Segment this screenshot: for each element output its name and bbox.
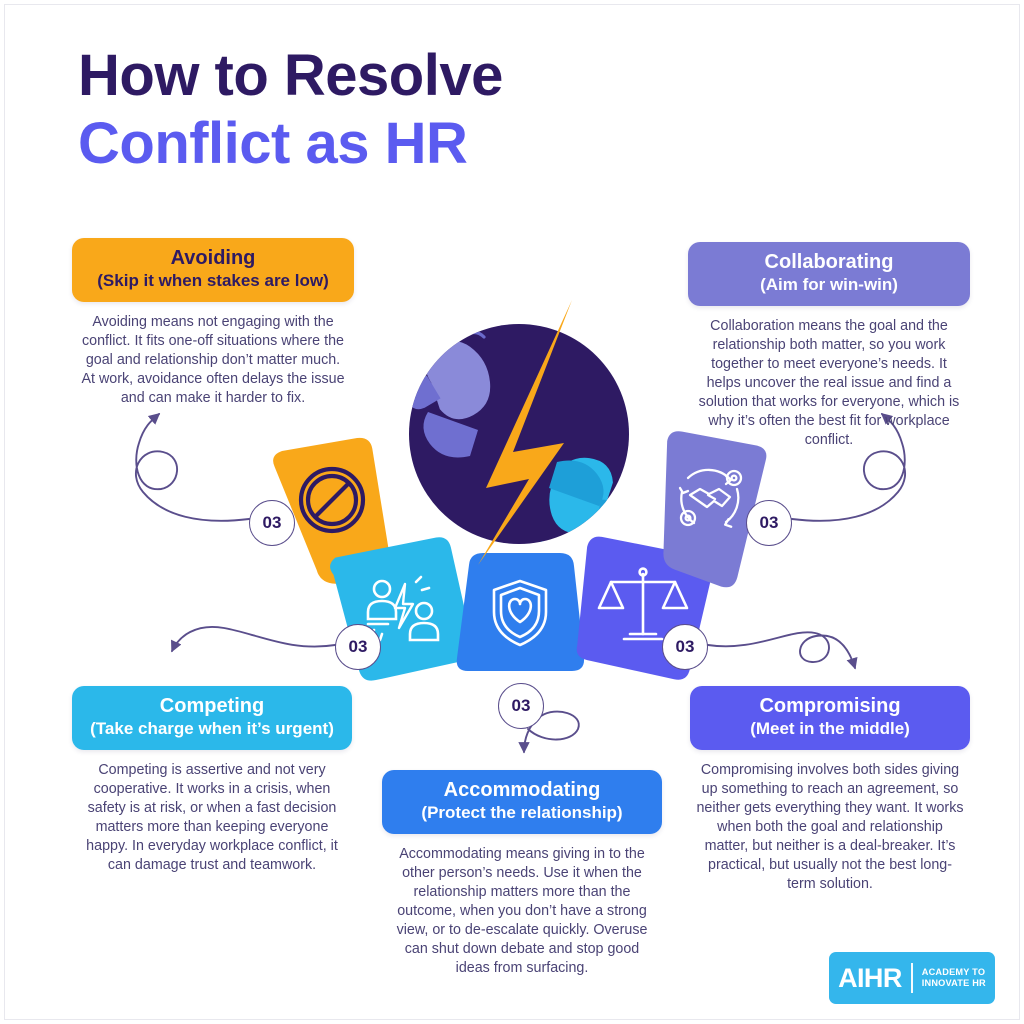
card-competing-header[interactable]: Competing (Take charge when it’s urgent) <box>72 686 352 750</box>
logo-tagline-line-1: ACADEMY TO <box>921 966 986 977</box>
badge-compromising[interactable]: 03 <box>662 624 708 670</box>
card-collaborating-header[interactable]: Collaborating (Aim for win-win) <box>688 242 970 306</box>
connector-arrows <box>135 413 906 754</box>
logo-tagline: ACADEMY TO INNOVATE HR <box>922 967 986 990</box>
card-competing-subtitle: (Take charge when it’s urgent) <box>90 718 334 738</box>
card-competing-title: Competing <box>159 695 265 717</box>
arrow-avoiding <box>135 413 250 522</box>
logo-tagline-line-2: INNOVATE HR <box>921 978 986 988</box>
card-collaborating-subtitle: (Aim for win-win) <box>760 274 898 294</box>
card-compromising[interactable]: Compromising (Meet in the middle) Compro… <box>690 686 970 894</box>
card-competing[interactable]: Competing (Take charge when it’s urgent)… <box>72 686 352 875</box>
page-title: How to Resolve Conflict as HR <box>78 42 778 179</box>
logo-wordmark: AIHR <box>838 962 902 993</box>
petal-accommodating[interactable] <box>456 553 585 671</box>
aihr-logo[interactable]: AIHR ACADEMY TO INNOVATE HR <box>829 952 995 1004</box>
prohibited-icon <box>298 466 366 534</box>
card-avoiding-body: Avoiding means not engaging with the con… <box>81 313 345 406</box>
logo-divider <box>910 963 913 993</box>
center-circle <box>409 300 629 565</box>
badge-competing[interactable]: 03 <box>335 624 381 670</box>
badge-collaborating[interactable]: 03 <box>746 500 792 546</box>
handshake-icon <box>678 468 743 528</box>
card-compromising-title: Compromising <box>759 695 901 717</box>
balance-scales-icon <box>597 567 689 641</box>
arrow-compromising <box>707 631 858 670</box>
card-accommodating-subtitle: (Protect the relationship) <box>421 802 623 822</box>
petal-collaborating[interactable] <box>653 430 768 590</box>
card-accommodating-header[interactable]: Accommodating (Protect the relationship) <box>382 770 662 834</box>
card-competing-body: Competing is assertive and not very coop… <box>86 761 338 873</box>
badge-avoiding[interactable]: 03 <box>249 500 295 546</box>
card-collaborating-body: Collaboration means the goal and the rel… <box>698 317 960 448</box>
title-line-2: Conflict as HR <box>78 111 468 177</box>
glove-left-icon <box>409 330 491 458</box>
card-accommodating-title: Accommodating <box>443 779 601 801</box>
arrow-accommodating <box>518 710 580 754</box>
card-avoiding-subtitle: (Skip it when stakes are low) <box>97 270 329 290</box>
card-avoiding-header[interactable]: Avoiding (Skip it when stakes are low) <box>72 238 354 302</box>
title-line-1: How to Resolve <box>78 43 503 108</box>
petal-avoiding[interactable] <box>272 436 394 597</box>
card-compromising-body: Compromising involves both sides giving … <box>696 761 964 892</box>
card-avoiding[interactable]: Avoiding (Skip it when stakes are low) A… <box>72 238 354 408</box>
card-collaborating-title: Collaborating <box>764 251 894 273</box>
badge-accommodating[interactable]: 03 <box>498 683 544 729</box>
shield-heart-icon <box>492 579 548 647</box>
card-compromising-subtitle: (Meet in the middle) <box>750 718 910 738</box>
card-accommodating[interactable]: Accommodating (Protect the relationship)… <box>382 770 662 978</box>
card-compromising-header[interactable]: Compromising (Meet in the middle) <box>690 686 970 750</box>
arrow-collaborating <box>791 413 906 522</box>
card-collaborating[interactable]: Collaborating (Aim for win-win) Collabor… <box>688 242 970 450</box>
arrow-competing <box>171 626 336 653</box>
card-avoiding-title: Avoiding <box>170 247 256 269</box>
card-accommodating-body: Accommodating means giving in to the oth… <box>396 845 648 976</box>
